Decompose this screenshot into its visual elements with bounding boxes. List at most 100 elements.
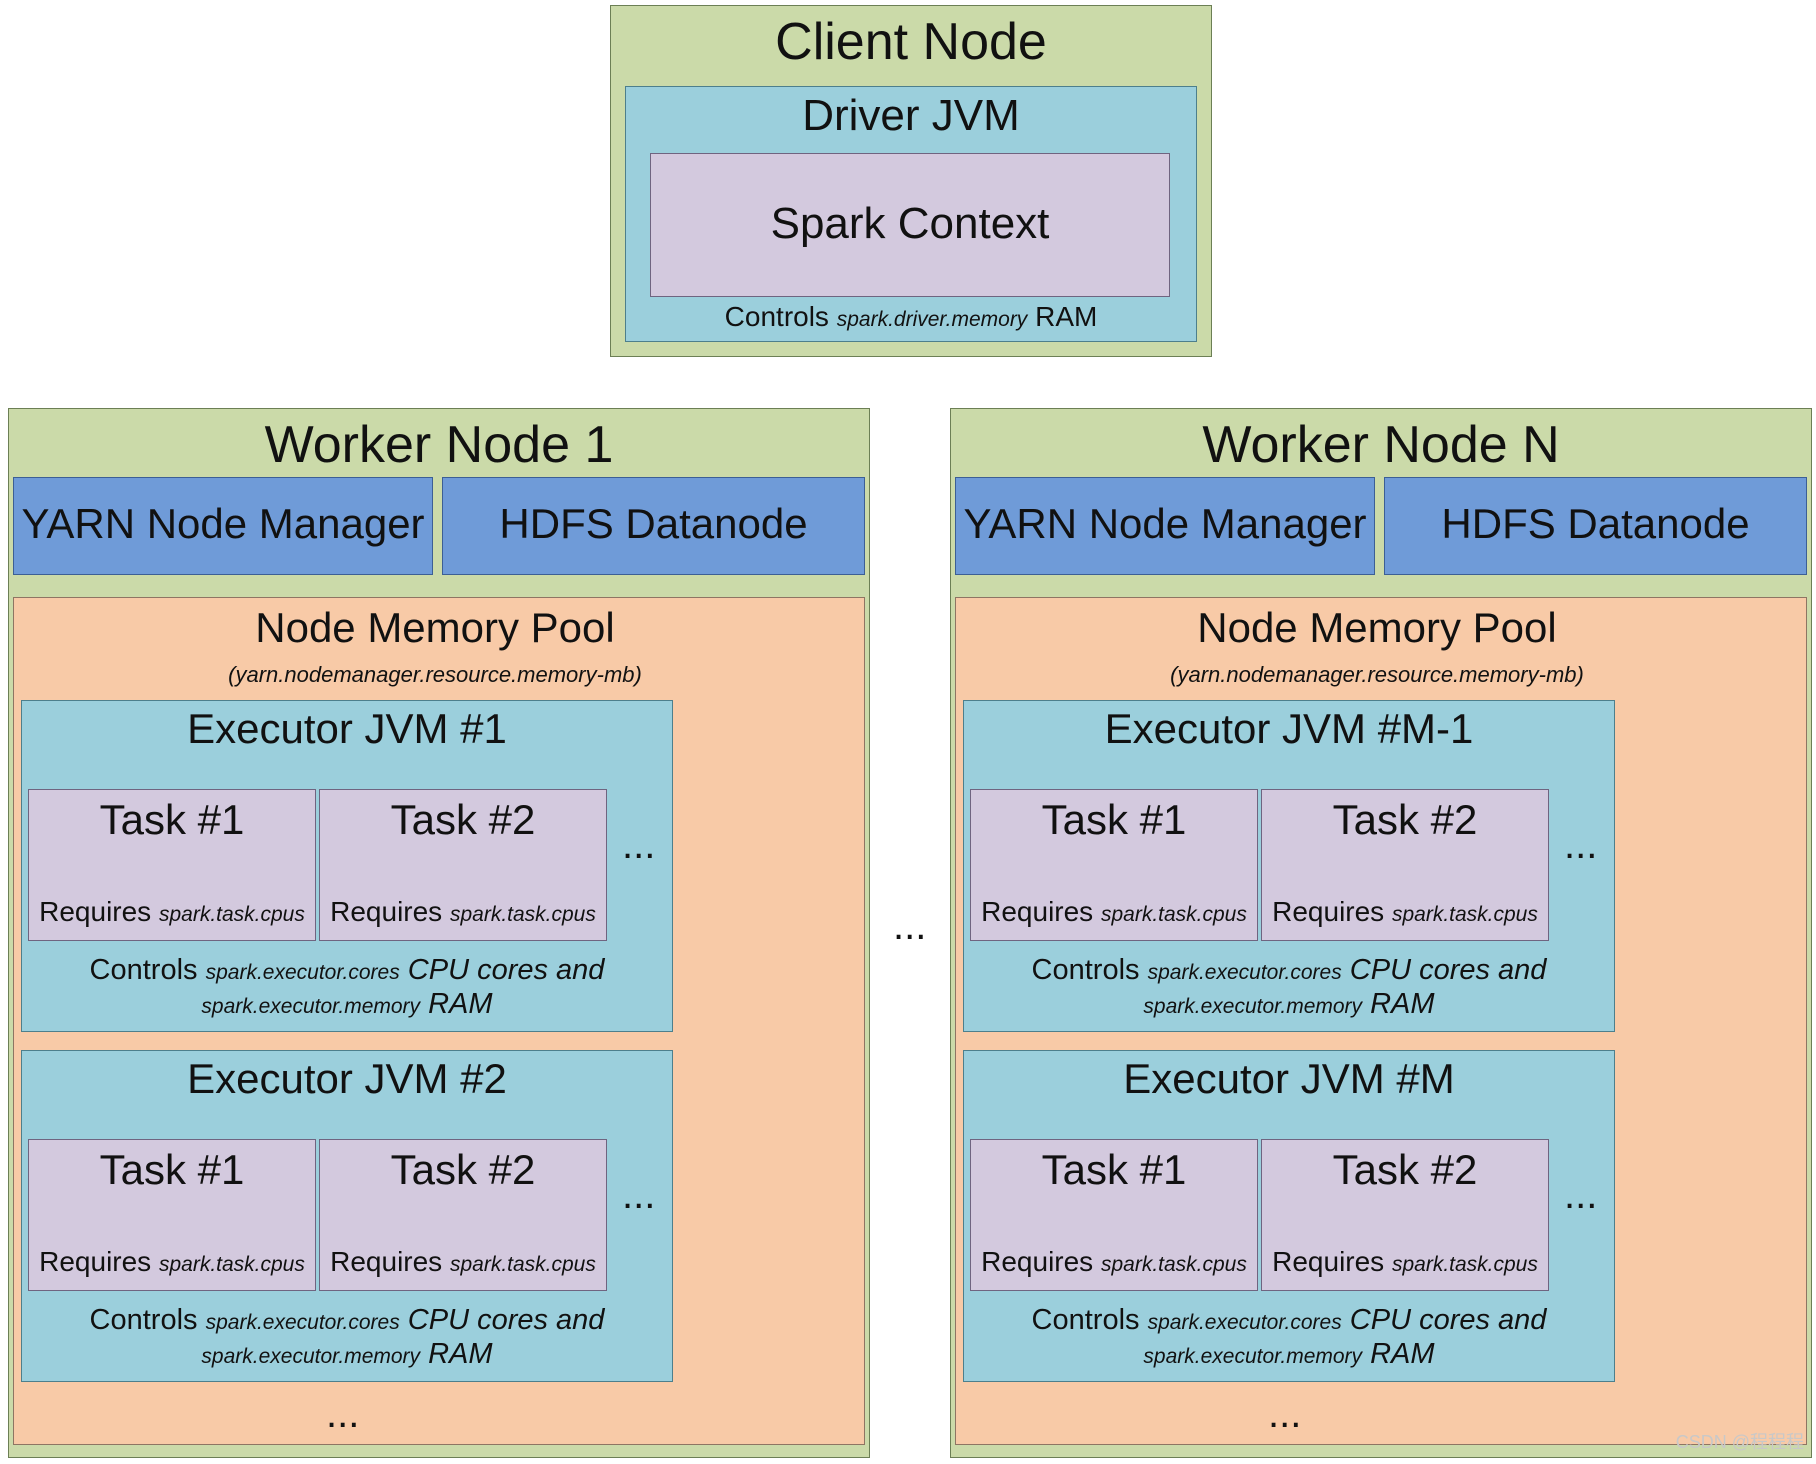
- node-memory-pool: Node Memory Pool (yarn.nodemanager.resou…: [955, 597, 1807, 1445]
- spark-context-title: Spark Context: [770, 199, 1050, 248]
- task-requires-label: Requires: [1272, 1246, 1385, 1277]
- task-box: Task #2 Requires spark.task.cpus: [1261, 789, 1549, 941]
- worker-node-n: Worker Node N YARN Node Manager HDFS Dat…: [950, 408, 1812, 1458]
- driver-jvm-title: Driver JVM: [802, 91, 1020, 140]
- executor-controls-line2: spark.executor.memory RAM: [964, 1337, 1614, 1374]
- task-title: Task #2: [390, 796, 536, 843]
- client-node: Client Node Driver JVM Spark Context Con…: [610, 5, 1212, 357]
- task-requires-label: Requires: [39, 1246, 152, 1277]
- executor-jvm: Executor JVM #M-1 Task #1 Requires spark…: [963, 700, 1615, 1032]
- executor-jvm-title: Executor JVM #M-1: [1104, 705, 1474, 752]
- worker-node-1: Worker Node 1 YARN Node Manager HDFS Dat…: [8, 408, 870, 1458]
- controls-suffix: RAM: [428, 988, 493, 1020]
- yarn-node-manager: YARN Node Manager: [13, 477, 433, 575]
- executor-memory-param: spark.executor.memory: [1143, 995, 1363, 1018]
- controls-prefix: Controls: [89, 954, 198, 986]
- executor-cores-param: spark.executor.cores: [205, 961, 400, 984]
- executor-controls: Controls spark.executor.cores CPU cores …: [22, 953, 672, 990]
- task-requires-label: Requires: [330, 896, 443, 927]
- task-title: Task #2: [390, 1146, 536, 1193]
- executor-memory-param: spark.executor.memory: [201, 995, 421, 1018]
- node-memory-pool: Node Memory Pool (yarn.nodemanager.resou…: [13, 597, 865, 1445]
- watermark: CSDN @程程程: [1675, 1432, 1804, 1452]
- task-requirement: Requires spark.task.cpus: [29, 896, 315, 928]
- task-requirement: Requires spark.task.cpus: [29, 1246, 315, 1278]
- task-cpus-param: spark.task.cpus: [449, 1253, 596, 1276]
- worker-node-title: Worker Node N: [1202, 416, 1560, 474]
- more-tasks-ellipsis: ...: [1564, 823, 1598, 867]
- yarn-node-manager-label: YARN Node Manager: [21, 500, 425, 547]
- more-tasks-ellipsis: ...: [622, 1173, 656, 1217]
- task-box: Task #1 Requires spark.task.cpus: [970, 1139, 1258, 1291]
- node-memory-pool-title: Node Memory Pool: [255, 604, 615, 651]
- controls-suffix: RAM: [428, 1338, 493, 1370]
- executor-controls-line2: spark.executor.memory RAM: [964, 987, 1614, 1024]
- executor-controls-line2: spark.executor.memory RAM: [22, 987, 672, 1024]
- yarn-node-manager: YARN Node Manager: [955, 477, 1375, 575]
- executor-controls: Controls spark.executor.cores CPU cores …: [964, 953, 1614, 990]
- task-requires-label: Requires: [39, 896, 152, 927]
- spark-context: Spark Context: [650, 153, 1170, 297]
- node-memory-pool-param: (yarn.nodemanager.resource.memory-mb): [228, 662, 642, 687]
- executor-memory-param: spark.executor.memory: [201, 1345, 421, 1368]
- controls-prefix: Controls: [1031, 1304, 1140, 1336]
- executor-cores-param: spark.executor.cores: [205, 1311, 400, 1334]
- hdfs-datanode-label: HDFS Datanode: [1441, 500, 1750, 547]
- executor-jvm-title: Executor JVM #2: [187, 1055, 507, 1102]
- task-requires-label: Requires: [1272, 896, 1385, 927]
- task-box: Task #1 Requires spark.task.cpus: [28, 789, 316, 941]
- controls-suffix: RAM: [1370, 1338, 1435, 1370]
- more-workers-ellipsis: ...: [893, 904, 927, 948]
- task-box: Task #1 Requires spark.task.cpus: [970, 789, 1258, 941]
- task-title: Task #1: [99, 1146, 245, 1193]
- more-executors-ellipsis: ...: [1268, 1392, 1302, 1436]
- executor-controls: Controls spark.executor.cores CPU cores …: [22, 1303, 672, 1340]
- executor-jvm: Executor JVM #2 Task #1 Requires spark.t…: [21, 1050, 673, 1382]
- controls-mid: CPU cores and: [1349, 954, 1547, 986]
- driver-memory-param: spark.driver.memory: [836, 308, 1028, 331]
- task-title: Task #1: [1041, 1146, 1187, 1193]
- more-executors-ellipsis: ...: [326, 1392, 360, 1436]
- node-memory-pool-param: (yarn.nodemanager.resource.memory-mb): [1170, 662, 1584, 687]
- task-requirement: Requires spark.task.cpus: [971, 896, 1257, 928]
- task-box: Task #2 Requires spark.task.cpus: [319, 789, 607, 941]
- task-requirement: Requires spark.task.cpus: [971, 1246, 1257, 1278]
- executor-memory-param: spark.executor.memory: [1143, 1345, 1363, 1368]
- controls-mid: CPU cores and: [1349, 1304, 1547, 1336]
- executor-jvm: Executor JVM #M Task #1 Requires spark.t…: [963, 1050, 1615, 1382]
- executor-jvm: Executor JVM #1 Task #1 Requires spark.t…: [21, 700, 673, 1032]
- controls-prefix: Controls: [89, 1304, 198, 1336]
- hdfs-datanode-label: HDFS Datanode: [499, 500, 808, 547]
- task-cpus-param: spark.task.cpus: [158, 903, 305, 926]
- task-cpus-param: spark.task.cpus: [158, 1253, 305, 1276]
- node-memory-pool-title: Node Memory Pool: [1197, 604, 1557, 651]
- hdfs-datanode: HDFS Datanode: [442, 477, 865, 575]
- more-tasks-ellipsis: ...: [622, 823, 656, 867]
- task-requirement: Requires spark.task.cpus: [320, 896, 606, 928]
- executor-controls-line2: spark.executor.memory RAM: [22, 1337, 672, 1374]
- executor-jvm-title: Executor JVM #1: [187, 705, 507, 752]
- task-requires-label: Requires: [330, 1246, 443, 1277]
- client-node-title: Client Node: [775, 13, 1047, 71]
- hdfs-datanode: HDFS Datanode: [1384, 477, 1807, 575]
- worker-node-title: Worker Node 1: [264, 416, 614, 474]
- task-requirement: Requires spark.task.cpus: [1262, 1246, 1548, 1278]
- task-cpus-param: spark.task.cpus: [1391, 903, 1538, 926]
- controls-suffix: RAM: [1370, 988, 1435, 1020]
- task-title: Task #2: [1332, 1146, 1478, 1193]
- task-cpus-param: spark.task.cpus: [449, 903, 596, 926]
- task-title: Task #1: [1041, 796, 1187, 843]
- executor-cores-param: spark.executor.cores: [1147, 961, 1342, 984]
- driver-controls: Controls spark.driver.memory RAM: [626, 301, 1196, 333]
- task-requirement: Requires spark.task.cpus: [1262, 896, 1548, 928]
- task-title: Task #1: [99, 796, 245, 843]
- task-cpus-param: spark.task.cpus: [1100, 1253, 1247, 1276]
- more-tasks-ellipsis: ...: [1564, 1173, 1598, 1217]
- executor-jvm-title: Executor JVM #M: [1123, 1055, 1455, 1102]
- executor-cores-param: spark.executor.cores: [1147, 1311, 1342, 1334]
- task-requires-label: Requires: [981, 896, 1094, 927]
- controls-mid: CPU cores and: [407, 1304, 605, 1336]
- driver-controls-suffix: RAM: [1035, 301, 1098, 332]
- task-box: Task #1 Requires spark.task.cpus: [28, 1139, 316, 1291]
- driver-jvm: Driver JVM Spark Context Controls spark.…: [625, 86, 1197, 342]
